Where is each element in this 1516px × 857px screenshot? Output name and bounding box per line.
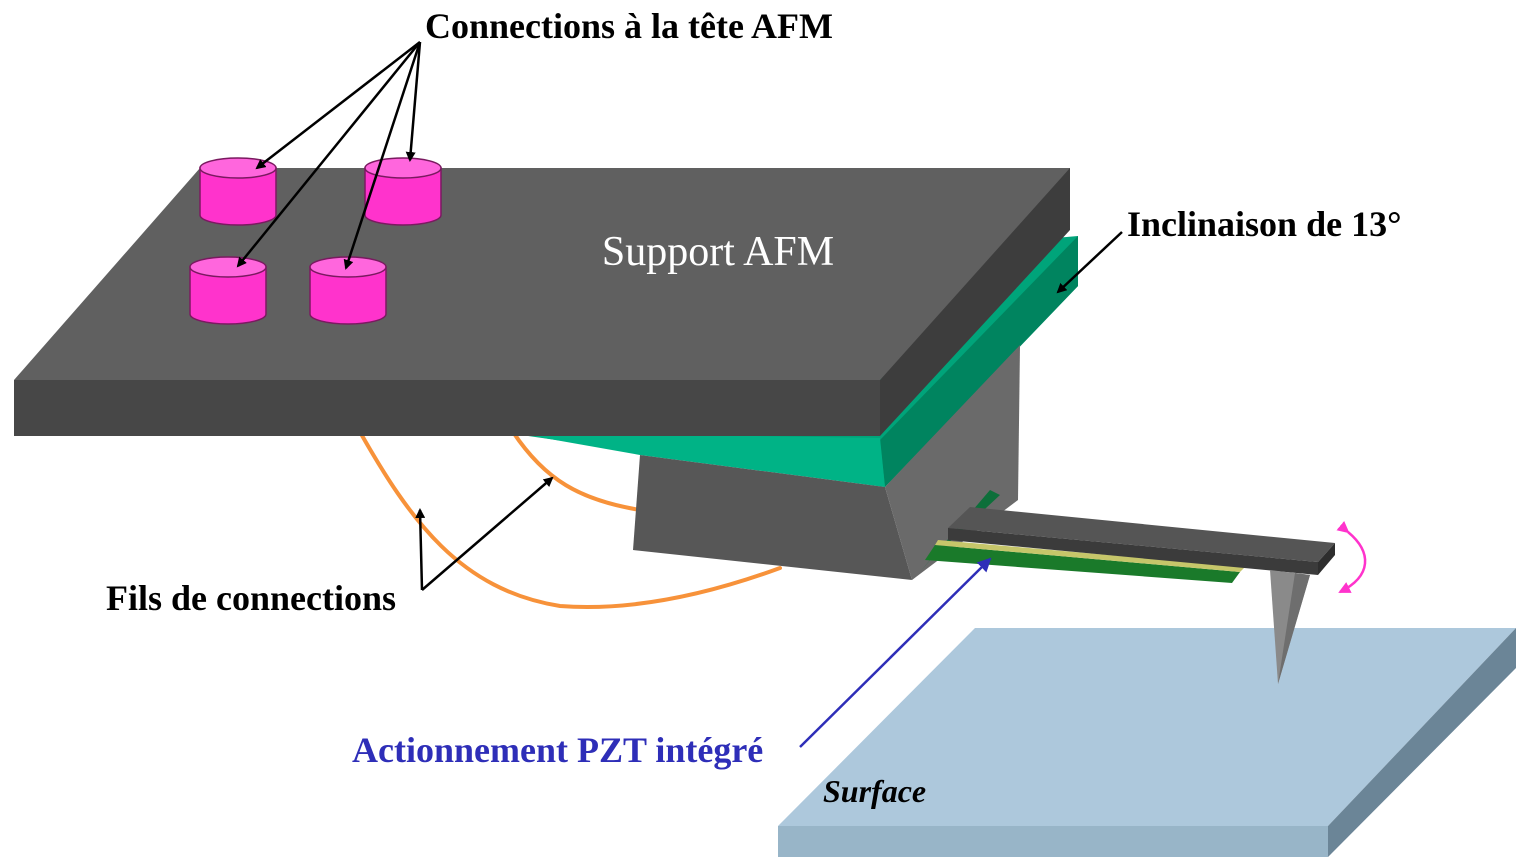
cantilever-front <box>948 528 1318 575</box>
tilt-block-side <box>880 236 1078 487</box>
connector-cylinder <box>364 157 442 226</box>
support-top-face <box>14 168 1070 380</box>
wires-callout-arrows <box>415 476 554 591</box>
connectors <box>189 157 442 325</box>
surface-right-face <box>1328 628 1516 857</box>
tilt-block-underside <box>510 432 885 487</box>
tilt-label: Inclinaison de 13° <box>1127 204 1401 244</box>
surface-plate <box>778 628 1516 857</box>
oscillation-arrow <box>1336 520 1367 594</box>
pzt-layer <box>925 545 1240 583</box>
pzt-label: Actionnement PZT intégré <box>352 730 763 770</box>
wire-left <box>358 430 782 609</box>
surface-label: Surface <box>823 773 926 809</box>
connector-cylinder <box>199 157 277 226</box>
support-plate: Support AFM <box>14 168 1070 436</box>
support-front-face <box>14 380 880 436</box>
afm-tip-shade <box>1278 573 1310 684</box>
cantilever-end <box>1318 543 1335 575</box>
wires-label: Fils de connections <box>106 578 396 618</box>
pzt-electrode <box>935 540 1245 572</box>
connection-callout-arrows <box>236 41 422 270</box>
support-label: Support AFM <box>602 229 834 275</box>
chip-block-front <box>633 455 912 580</box>
connection-wires <box>358 430 782 609</box>
pzt-callout-arrow <box>799 557 992 748</box>
cantilever-top <box>948 507 1335 562</box>
connector-cylinder <box>309 256 387 325</box>
support-right-face <box>880 168 1070 436</box>
connector-cylinder <box>189 256 267 325</box>
tilt-callout-arrow <box>1056 231 1123 294</box>
cantilever-assembly <box>920 490 1335 684</box>
wire-right <box>511 430 642 512</box>
surface-front-face <box>778 826 1328 857</box>
surface-top-face <box>778 628 1516 826</box>
connections-head-label: Connections à la tête AFM <box>425 6 833 46</box>
